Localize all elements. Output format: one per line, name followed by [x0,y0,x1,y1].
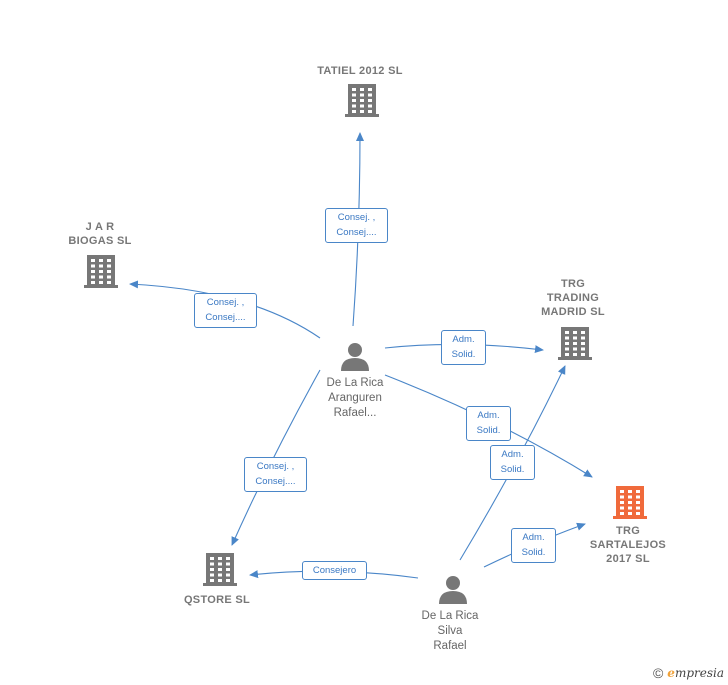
building-window [91,281,95,284]
company-label-tatiel[interactable]: TATIEL 2012 SL [317,65,403,77]
building-window [565,336,569,340]
edge-label-p1-jar: Consej. , Consej.... [194,293,257,328]
empresia-logo: empresia [667,666,724,680]
building-window [636,512,640,515]
edge-label-p2-qstore: Consejero [302,561,367,580]
building-window [360,110,364,113]
building-window [628,501,632,504]
building-window [628,490,632,493]
person-icon-silva [439,576,467,604]
building-window [360,104,364,108]
building-window [628,495,632,499]
building-window [218,579,222,582]
building-window [91,270,95,273]
building-window [210,557,214,560]
footer-brand: © empresia [653,665,724,681]
building-window [210,579,214,582]
building-window [581,347,585,351]
building-window [581,336,585,340]
building-window [565,347,569,351]
building-window [226,573,230,577]
building-window [620,512,624,515]
building-window [91,259,95,262]
building-window [573,331,577,334]
building-window [107,275,111,279]
edge-label-p1-sartalejos: Adm. Solid. [466,406,511,441]
building-window [210,573,214,577]
building-window [620,506,624,510]
building-window [226,568,230,571]
copyright-symbol: © [652,665,664,681]
building-window [620,501,624,504]
building-window [368,99,372,102]
building-window [573,347,577,351]
building-window [352,99,356,102]
building-window [218,573,222,577]
edge-label-p2-sartalejos: Adm. Solid. [511,528,556,563]
building-window [565,353,569,356]
company-label-trg-trading[interactable]: TRG TRADING MADRID SL [541,278,605,318]
edge-label-p1-trading: Adm. Solid. [441,330,486,365]
building-window [620,495,624,499]
building-window [573,342,577,345]
edge-label-p1-qstore: Consej. , Consej.... [244,457,307,492]
building-window [99,264,103,268]
person-label-aranguren[interactable]: De La Rica Aranguren Rafael... [326,377,384,419]
building-window [368,104,372,108]
building-window [226,562,230,566]
building-window [210,568,214,571]
building-window [107,259,111,262]
building-window [99,259,103,262]
building-window [581,331,585,334]
building-window [636,506,640,510]
person-label-silva[interactable]: De La Rica Silva Rafael [421,610,479,652]
building-window [565,331,569,334]
building-window [218,557,222,560]
building-window [581,353,585,356]
building-window [218,562,222,566]
building-window [352,110,356,113]
building-window [99,270,103,273]
building-window [573,353,577,356]
building-window [107,264,111,268]
building-window [218,568,222,571]
building-window [226,557,230,560]
building-window [628,506,632,510]
building-window [628,512,632,515]
building-window [91,264,95,268]
building-window [360,99,364,102]
company-label-qstore[interactable]: QSTORE SL [183,594,251,606]
company-label-jar[interactable]: J A R BIOGAS SL [68,221,132,247]
building-window [226,579,230,582]
building-window [636,495,640,499]
building-window [368,110,372,113]
building-window [620,490,624,493]
building-window [107,270,111,273]
building-window [91,275,95,279]
building-window [368,88,372,91]
building-window [636,501,640,504]
building-window [360,93,364,97]
building-window [352,104,356,108]
building-window [352,93,356,97]
person-icon-aranguren [341,343,369,371]
building-window [368,93,372,97]
company-label-trg-sartalejos[interactable]: TRG SARTALEJOS 2017 SL [589,525,667,565]
building-window [581,342,585,345]
building-window [352,88,356,91]
building-window [565,342,569,345]
building-window [99,281,103,284]
building-window [99,275,103,279]
building-window [573,336,577,340]
building-window [210,562,214,566]
edge-label-p1-tatiel: Consej. , Consej.... [325,208,388,243]
building-window [360,88,364,91]
building-window [107,281,111,284]
edge-label-p2-trading: Adm. Solid. [490,445,535,480]
building-window [636,490,640,493]
